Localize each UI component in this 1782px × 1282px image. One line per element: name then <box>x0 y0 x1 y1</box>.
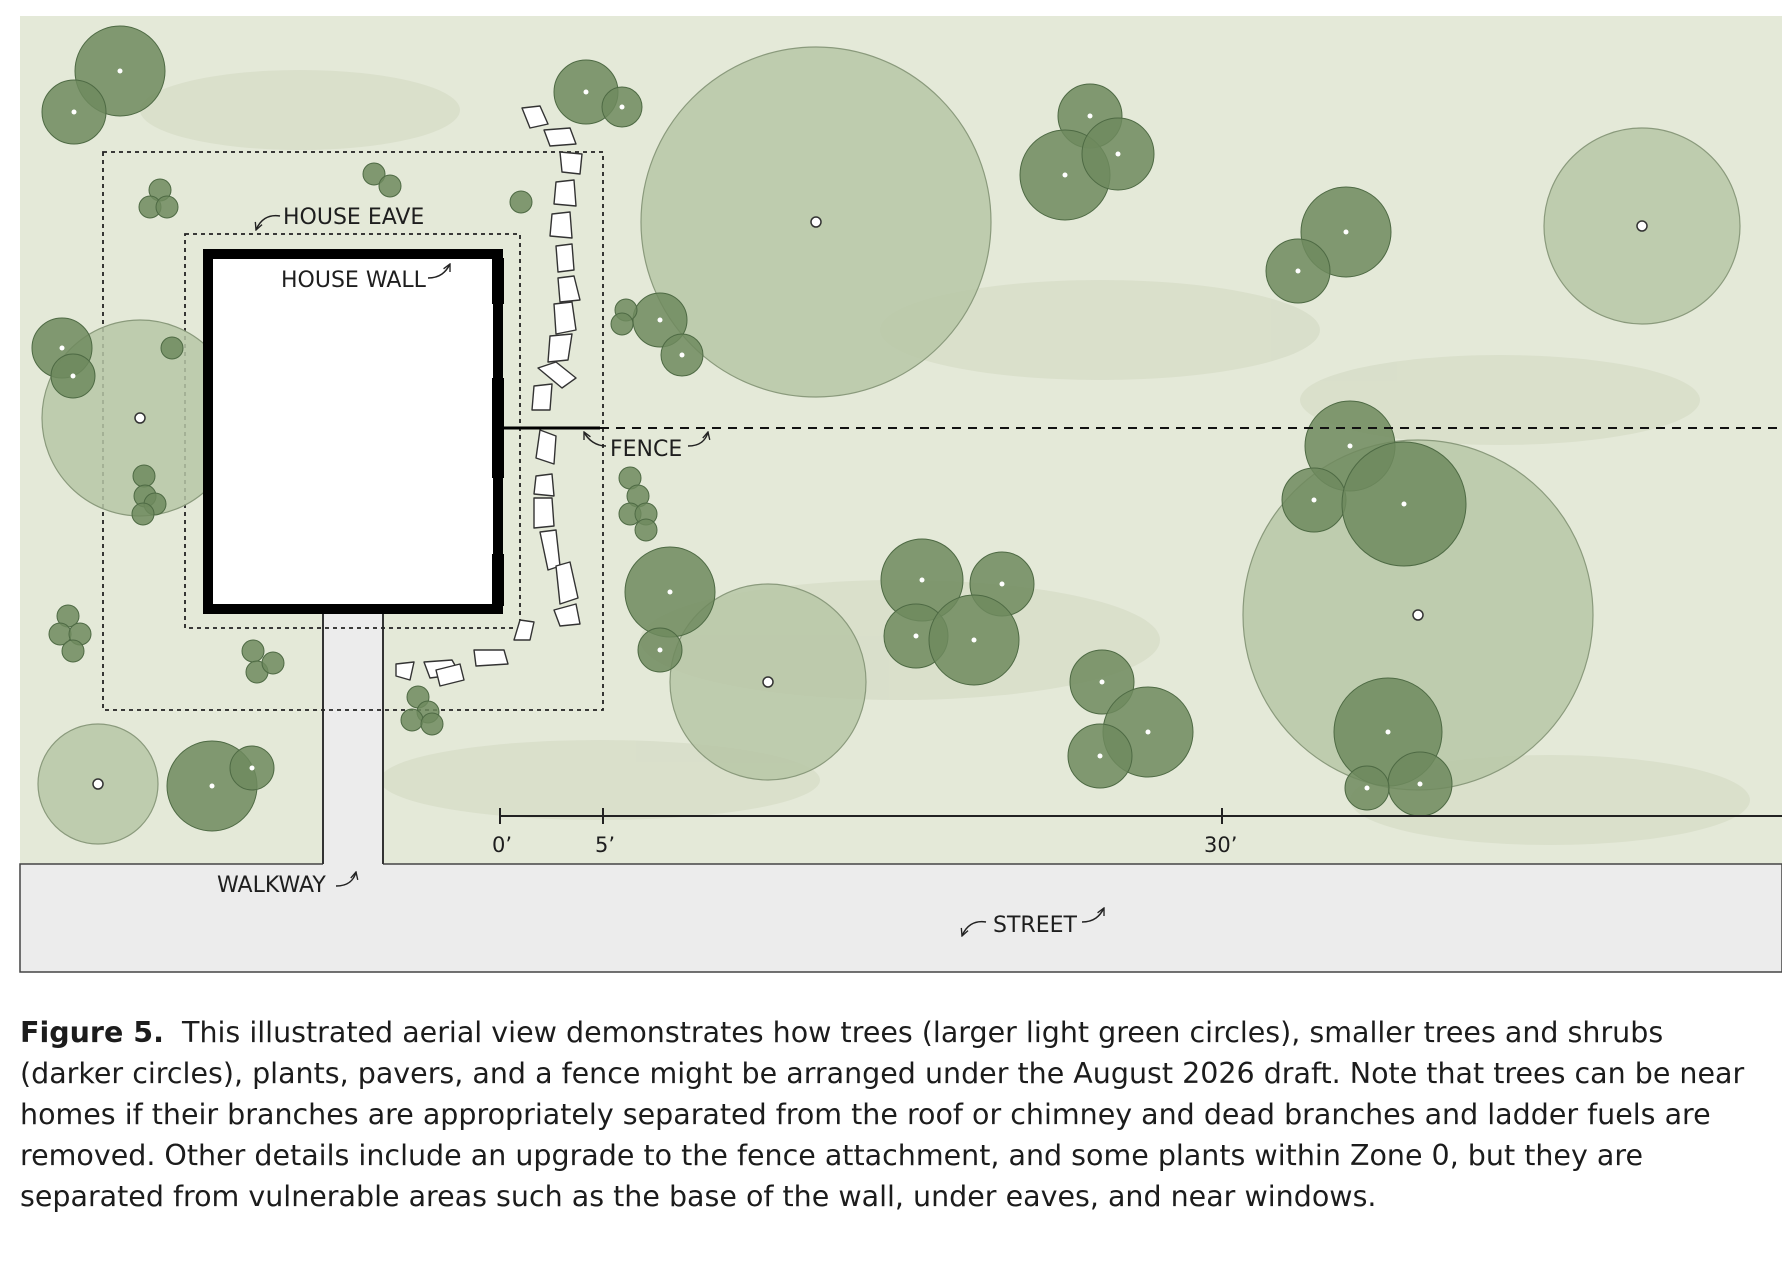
fence-label: FENCE <box>610 437 682 462</box>
zone-5ft-outline <box>102 151 604 711</box>
walkway-arrow-icon <box>335 872 356 887</box>
house-eave-label: HOUSE EAVE <box>283 205 424 230</box>
scale-tick-30: 30’ <box>1204 833 1237 857</box>
figure-caption: Figure 5. This illustrated aerial view d… <box>20 1012 1765 1217</box>
house-wall-arrow-icon <box>427 264 450 279</box>
street-arrow-right-icon <box>1081 908 1104 923</box>
shrub-center-markers <box>59 68 1423 791</box>
scale-tick-5: 5’ <box>595 833 615 857</box>
scale-bar <box>499 808 1782 824</box>
pavers <box>395 105 583 687</box>
ground-texture <box>140 70 1750 845</box>
walkway <box>323 612 383 866</box>
house <box>203 249 503 614</box>
figure-label: Figure 5. <box>20 1016 164 1049</box>
walkway-label: WALKWAY <box>217 873 326 898</box>
scale-tick-0: 0’ <box>492 833 512 857</box>
tree-trunk-markers <box>92 216 1648 790</box>
house-eave-arrow-icon <box>256 214 281 230</box>
house-wall-label: HOUSE WALL <box>281 268 427 293</box>
house-eave-outline <box>184 233 521 629</box>
street-label: STREET <box>993 913 1077 938</box>
aerial-site-plan: 0’ 5’ 30’ HOUSE EAVE HOUSE WALL FENCE WA… <box>19 16 1782 973</box>
fence-arrow-right-icon <box>687 432 708 447</box>
caption-text: This illustrated aerial view demonstrate… <box>20 1016 1745 1213</box>
street-arrow-left-icon <box>962 920 987 936</box>
fence-arrow-left-icon <box>584 432 607 447</box>
street <box>19 863 1782 973</box>
